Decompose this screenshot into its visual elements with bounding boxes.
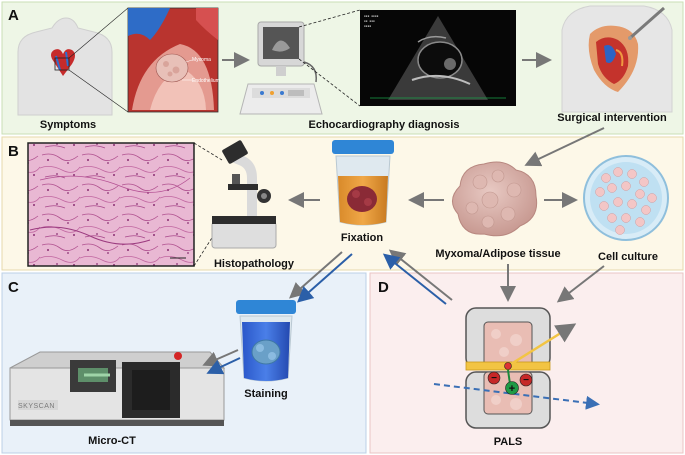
tissue-label: Myxoma/Adipose tissue (435, 248, 560, 260)
svg-text:▪▪▪▪: ▪▪▪▪ (364, 24, 371, 28)
pals-chamber (433, 307, 600, 429)
torso-heart-illustration (17, 7, 129, 116)
arrow-surgery-to-tissue (524, 127, 605, 167)
micro-ct-scanner: SKYSCAN (9, 351, 226, 426)
fixation-label: Fixation (341, 232, 383, 244)
arrow-fixation-to-staining-blue (297, 253, 353, 303)
histopathology-label: Histopathology (214, 258, 295, 270)
microscope (211, 140, 277, 249)
svg-text:▪▪ ▪▪▪: ▪▪ ▪▪▪ (364, 19, 375, 23)
surgery-label: Surgical intervention (557, 112, 667, 124)
cell-culture-label: Cell culture (598, 251, 658, 263)
arrow-pals-to-fixation-blue (382, 253, 447, 305)
echo-label: Echocardiography diagnosis (309, 119, 460, 131)
arrow-pals-to-fixation-gray (388, 249, 453, 301)
scanner-brand-text: SKYSCAN (18, 403, 55, 410)
endothelium-tag: Endothelium (192, 78, 220, 84)
panel-a-letter: A (8, 7, 19, 24)
myxoma-tag: Myxoma (192, 57, 211, 63)
pals-label: PALS (494, 436, 523, 448)
histology-image (27, 142, 195, 267)
zoom-box (54, 57, 70, 71)
tumor-tissue (452, 161, 538, 237)
staining-container (236, 300, 296, 382)
symptoms-label: Symptoms (40, 119, 96, 131)
surgical-torso (561, 5, 673, 113)
ultrasound-machine (239, 21, 323, 115)
cell-culture-dish (583, 155, 669, 241)
plus-sign: + (509, 383, 515, 395)
minus-sign-2: − (523, 375, 529, 386)
heart-cross-section: Myxoma Endothelium (127, 7, 220, 113)
micro-ct-label: Micro-CT (88, 435, 136, 447)
dash-line-top (298, 9, 361, 28)
positive-charge (505, 381, 519, 395)
arrow-staining-to-ct-blue (206, 357, 241, 375)
staining-label: Staining (244, 388, 287, 400)
arrow-culture-to-pals (556, 265, 605, 303)
panel-c-letter: C (8, 279, 19, 296)
minus-sign-1: − (491, 373, 497, 384)
svg-text:▪▪▪ ▪▪▪▪: ▪▪▪ ▪▪▪▪ (364, 14, 379, 18)
panel-d-letter: D (378, 279, 389, 296)
panel-b-letter: B (8, 143, 19, 160)
fixation-container (332, 140, 394, 226)
negative-charge-1 (487, 371, 501, 385)
negative-charge-2 (519, 373, 533, 387)
echocardiogram-image: ▪▪▪ ▪▪▪▪ ▪▪ ▪▪▪ ▪▪▪▪ (360, 10, 516, 106)
dash-line-bottom (298, 58, 361, 107)
